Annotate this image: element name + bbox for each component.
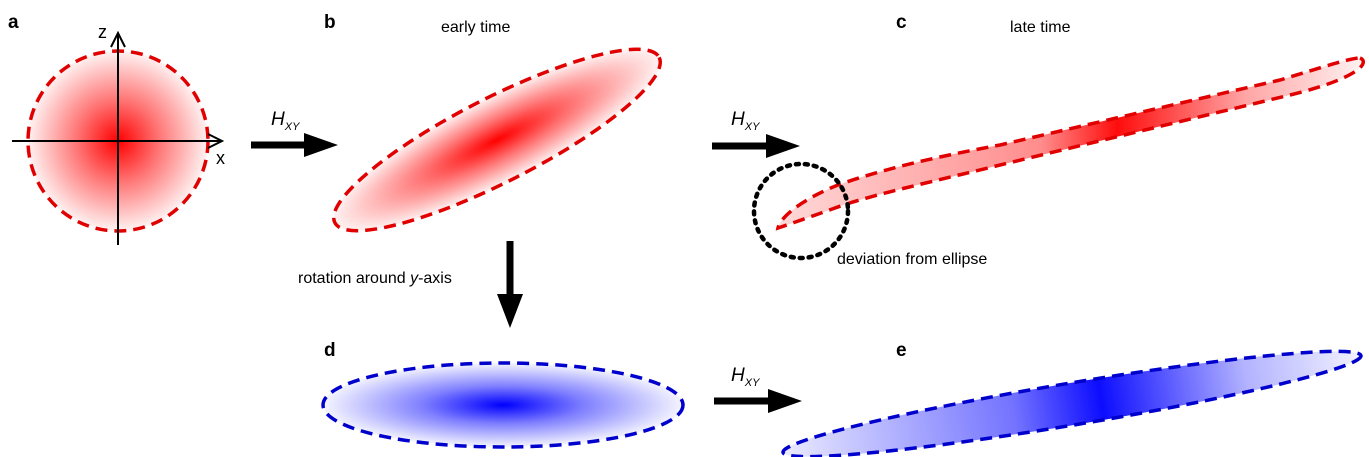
rotation-caption: rotation around y-axis	[298, 270, 452, 287]
panel-label-a: a	[8, 12, 19, 33]
x-axis-label: x	[216, 148, 225, 168]
panel-label-d: d	[324, 340, 336, 361]
panel-e-sheared-ellipse	[781, 349, 1363, 457]
panel-d-ellipse	[321, 361, 685, 449]
z-axis-label: z	[98, 22, 107, 42]
panel-b-ellipse	[331, 47, 663, 233]
panel-label-e: e	[896, 340, 907, 361]
operator-label-bc: HXY	[731, 109, 760, 133]
deviation-circle	[751, 161, 851, 261]
arrow-a-to-b	[251, 133, 338, 157]
panel-label-b: b	[324, 12, 336, 33]
arrow-d-to-e	[714, 389, 802, 413]
deviation-caption: deviation from ellipse	[837, 251, 987, 268]
panel-a-axes	[12, 30, 225, 245]
arrow-b-to-d	[497, 241, 523, 328]
caption-early-time: early time	[441, 19, 510, 36]
operator-label-ab: HXY	[271, 109, 300, 133]
caption-late-time: late time	[1010, 19, 1071, 36]
arrow-b-to-c	[712, 134, 800, 158]
operator-label-de: HXY	[731, 365, 760, 389]
panel-c-sheared-distribution	[775, 56, 1365, 231]
panel-label-c: c	[896, 12, 907, 33]
